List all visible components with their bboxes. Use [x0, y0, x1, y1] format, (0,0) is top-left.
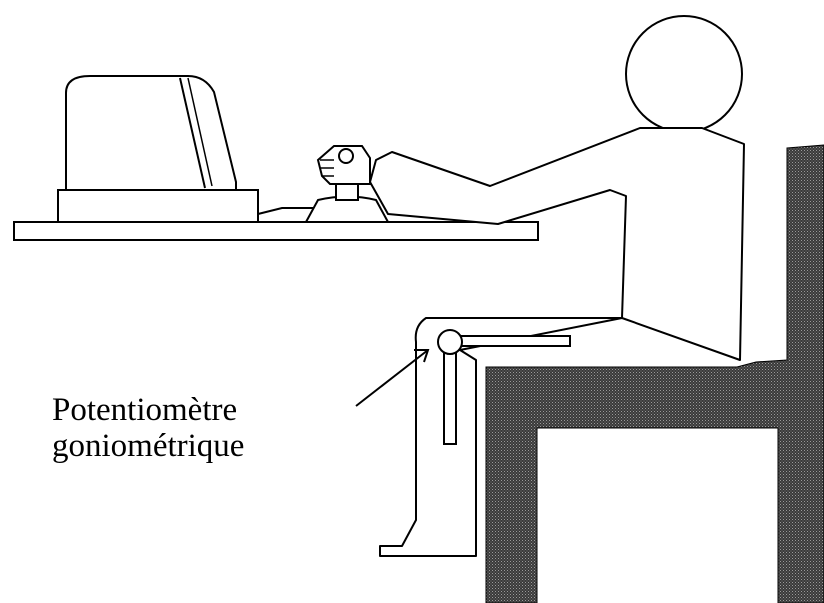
- annotation-arrow: [355, 349, 430, 407]
- hand: [316, 145, 371, 185]
- annotation-label-line-1: Potentiomètre: [52, 392, 238, 428]
- goniometric-potentiometer: [437, 329, 571, 445]
- cable: [257, 207, 318, 215]
- annotation-label-line-2: goniométrique: [52, 428, 245, 464]
- table-top: [13, 221, 539, 241]
- chair: [485, 144, 824, 603]
- head: [625, 15, 743, 133]
- computer-monitor: [65, 75, 237, 191]
- computer-base: [57, 189, 259, 223]
- seated-person-body: [369, 127, 745, 557]
